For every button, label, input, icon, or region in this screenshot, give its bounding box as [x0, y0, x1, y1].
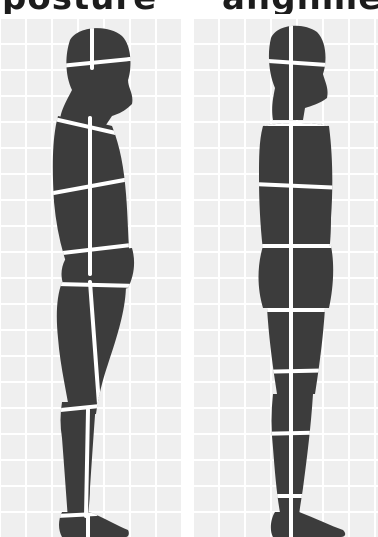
header-strip: posture alignment: [0, 0, 378, 14]
panel-slouched: [0, 18, 181, 537]
header-left-text: posture: [2, 0, 157, 14]
panel-upright: [193, 18, 378, 537]
header-right-text: alignment: [222, 0, 378, 14]
figure-upright: [193, 18, 378, 537]
figure-slouched: [0, 18, 181, 537]
